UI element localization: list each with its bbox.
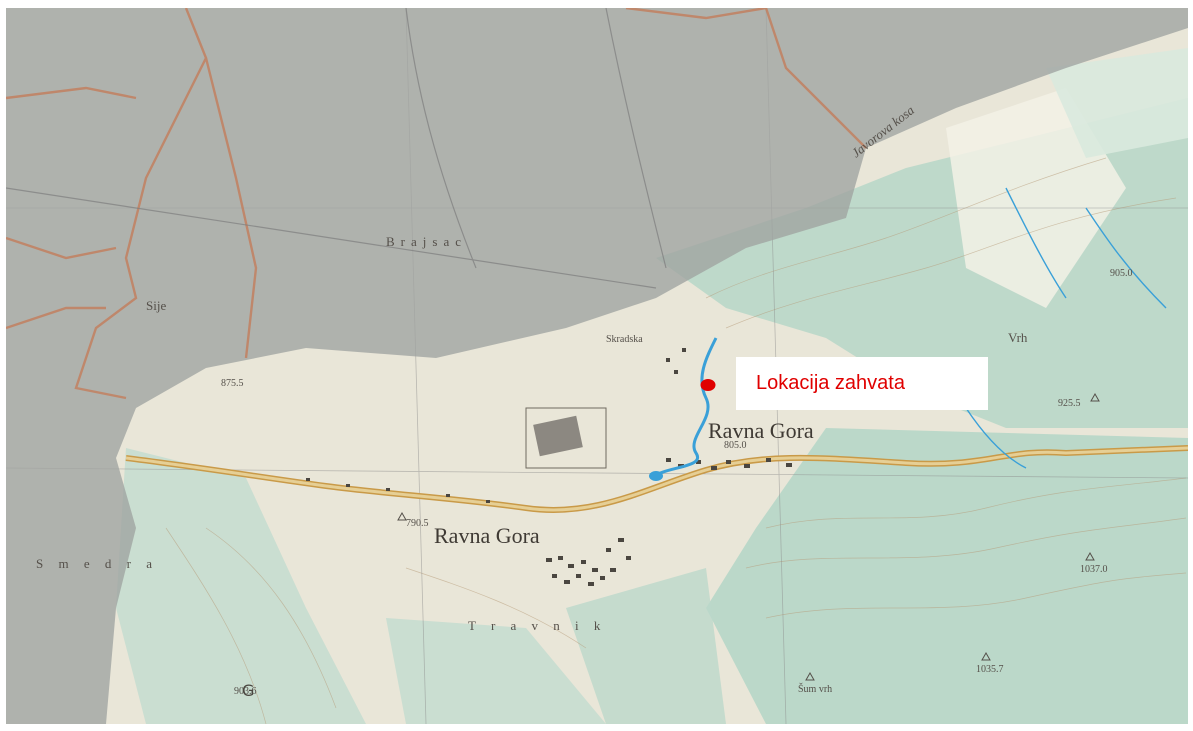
contour-lines <box>165 157 1187 724</box>
place-label-travnik: T r a v n i k <box>468 618 606 633</box>
location-callout: Lokacija zahvata <box>736 357 988 410</box>
height-label: 1035.7 <box>976 664 1004 675</box>
outside-area-overlay <box>6 8 1188 724</box>
height-label: 925.5 <box>1058 398 1081 409</box>
pond <box>649 471 663 481</box>
callout-label: Lokacija zahvata <box>756 372 905 394</box>
stream <box>650 337 718 480</box>
height-label: 905.0 <box>1110 268 1133 279</box>
height-label: 790.5 <box>406 518 429 529</box>
height-triangles <box>397 392 1100 681</box>
streams-east <box>965 187 1167 469</box>
height-label: 875.5 <box>221 378 244 389</box>
height-label: 805.0 <box>724 440 747 451</box>
place-label-vrh: Vrh <box>1008 330 1028 345</box>
place-label-brajsac: Brajsac <box>386 234 467 249</box>
location-marker-icon[interactable] <box>700 379 716 391</box>
height-label: 1037.0 <box>1080 564 1108 575</box>
cave-symbol-icon: G <box>242 681 254 700</box>
place-label-smedra: S m e d r a <box>36 556 158 571</box>
place-label-ravna-gora-town: Ravna Gora <box>434 523 540 548</box>
height-label: 903.6 <box>234 686 257 697</box>
place-label-sum-vrh: Šum vrh <box>798 683 832 695</box>
industrial-building <box>525 407 607 469</box>
place-label-ravna-gora-north: Ravna Gora <box>708 418 814 443</box>
forest-areas <box>116 48 1188 724</box>
topographic-map[interactable]: Ravna Gora Ravna Gora Sije Skradska Vrh … <box>6 8 1188 724</box>
village-buildings <box>306 348 792 586</box>
place-label-sije: Sije <box>146 298 166 313</box>
boundary-lines <box>6 8 867 400</box>
place-label-skradska: Skradska <box>606 334 643 345</box>
map-canvas: Ravna Gora Ravna Gora Sije Skradska Vrh … <box>6 8 1188 724</box>
